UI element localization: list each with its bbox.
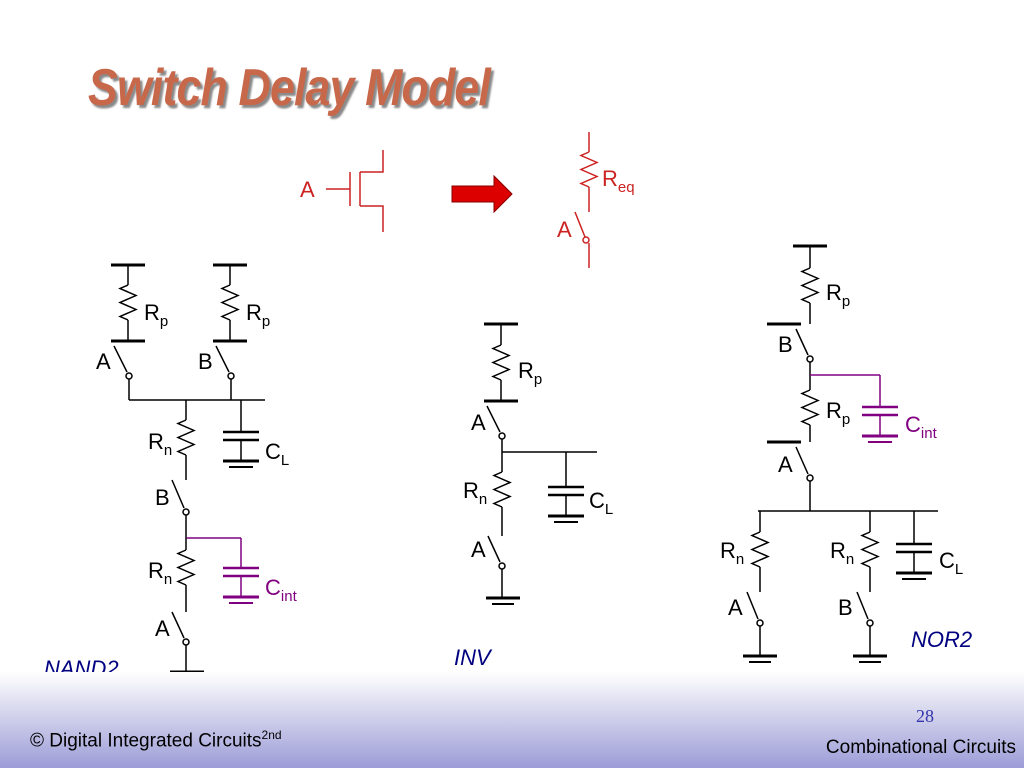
nand2-cint-label: Cint <box>265 575 298 605</box>
model-switch-label: A <box>557 217 572 242</box>
nand2-rn-bottom-label: Rn <box>148 558 172 588</box>
edition-superscript: 2nd <box>261 728 282 742</box>
transistor-input-label: A <box>300 177 315 202</box>
nand2-switch-a-top-label: A <box>96 349 111 374</box>
nand2-switch-b-bottom-label: B <box>155 485 170 510</box>
nor2-rp-bottom-label: Rp <box>826 398 850 428</box>
nor2-caption: NOR2 <box>911 627 972 652</box>
footer-band <box>0 672 1024 768</box>
nor2-switch-b-bottom-label: B <box>838 595 853 620</box>
switch-delay-diagram: A Req A <box>44 132 972 680</box>
inv-cl-label: CL <box>589 488 613 518</box>
inv-rn-label: Rn <box>463 478 487 508</box>
inv-circuit <box>484 322 597 605</box>
page-number: 28 <box>916 706 934 726</box>
nor2-circuit <box>743 244 938 663</box>
nor2-rp-top-label: Rp <box>826 280 850 310</box>
slide-title: Switch Delay Model <box>88 59 491 117</box>
inv-switch-a-bottom-label: A <box>471 537 486 562</box>
footer-subject: Combinational Circuits <box>825 737 1016 758</box>
nor2-cl-label: CL <box>939 548 963 578</box>
nand2-cint <box>185 537 259 604</box>
transformation-arrow <box>451 174 513 214</box>
switch-model-symbol <box>574 132 599 268</box>
nand2-switch-a-bottom-label: A <box>155 616 170 641</box>
nor2-cint-label: Cint <box>905 412 938 442</box>
nor2-switch-b-top-label: B <box>778 332 793 357</box>
inv-rp-label: Rp <box>518 358 542 388</box>
nmos-transistor-symbol <box>326 150 384 232</box>
nor2-switch-a-top-label: A <box>778 452 793 477</box>
nand2-cl-label: CL <box>265 439 289 469</box>
inv-switch-a-top-label: A <box>471 410 486 435</box>
nand2-rp-left-label: Rp <box>144 300 168 330</box>
nor2-cint <box>810 374 898 443</box>
nand2-switch-b-top-label: B <box>198 349 213 374</box>
nand2-rn-top-label: Rn <box>148 429 172 459</box>
nor2-rn-left-label: Rn <box>720 538 744 568</box>
copyright-text: © Digital Integrated Circuits2nd <box>30 728 282 752</box>
req-resistor-label: Req <box>602 166 635 196</box>
nor2-switch-a-bottom-label: A <box>728 595 743 620</box>
inv-caption: INV <box>454 645 493 670</box>
nand2-rp-right-label: Rp <box>246 300 270 330</box>
nor2-rn-right-label: Rn <box>830 538 854 568</box>
nand2-circuit <box>111 263 265 679</box>
